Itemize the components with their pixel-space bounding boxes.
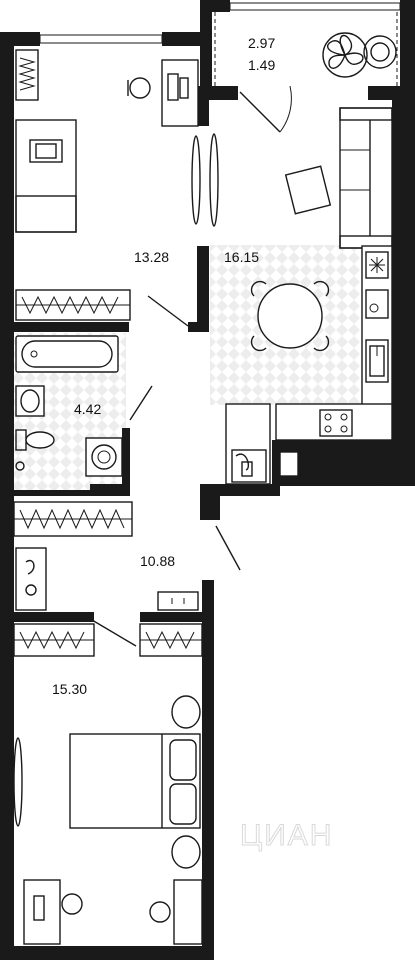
shoe-rack-icon bbox=[15, 547, 47, 611]
room-area-kitchen-living: 16.15 bbox=[224, 249, 259, 265]
room-area-bedroom-large: 15.30 bbox=[52, 681, 87, 697]
kettle-icon bbox=[365, 289, 389, 319]
kitchen-counter bbox=[225, 245, 393, 485]
single-bed-icon bbox=[15, 119, 77, 233]
double-bed-icon bbox=[69, 733, 201, 829]
sofa-icon bbox=[339, 107, 393, 249]
kitchen-sink-icon bbox=[365, 339, 389, 383]
wardrobe-icon bbox=[15, 49, 39, 101]
washer-icon bbox=[85, 437, 123, 477]
stove-icon bbox=[319, 409, 353, 437]
room-area-hallway: 10.88 bbox=[140, 553, 175, 569]
hood-icon bbox=[365, 251, 389, 279]
bathtub-icon bbox=[15, 335, 119, 373]
bedroom-wardrobe-left-icon bbox=[13, 623, 95, 657]
room-area-balcony: 2.97 bbox=[248, 35, 275, 51]
armchair-living-icon bbox=[284, 165, 332, 215]
room-area-balcony-secondary: 1.49 bbox=[248, 57, 275, 73]
bathroom-door bbox=[129, 385, 153, 421]
bedroom-large: 15.30 bbox=[13, 623, 203, 945]
chair-dresser-icon bbox=[149, 901, 171, 923]
toilet-icon bbox=[15, 429, 55, 451]
plant-icon bbox=[322, 32, 368, 78]
bedroom-wardrobe-right-icon bbox=[139, 623, 203, 657]
watermark-text: ЦИАН bbox=[240, 819, 333, 852]
mirror-bedroom-icon bbox=[13, 737, 23, 827]
nightstand-bottom-icon bbox=[171, 835, 201, 869]
nightstand-top-icon bbox=[171, 695, 201, 729]
desk-icon bbox=[161, 59, 199, 127]
dresser-icon bbox=[173, 879, 203, 945]
room-area-bathroom: 4.42 bbox=[74, 401, 101, 417]
chair-bedroom-icon bbox=[61, 893, 83, 915]
outlet-bath-icon bbox=[15, 461, 25, 471]
hallway: 10.88 bbox=[13, 501, 241, 647]
wardrobe-long-icon bbox=[15, 289, 131, 321]
bedroom-large-door bbox=[91, 619, 137, 647]
kitchen-living: 16.15 bbox=[209, 107, 393, 485]
desk-bedroom-icon bbox=[23, 879, 61, 945]
bedroom-small: 13.28 bbox=[15, 49, 201, 327]
armchair-icon bbox=[363, 35, 397, 69]
electrical-panel-icon bbox=[157, 591, 199, 611]
bathroom: 4.42 bbox=[15, 335, 153, 477]
dining-table-icon bbox=[250, 280, 330, 352]
hallway-wardrobe-icon bbox=[13, 501, 133, 537]
mirror-living-icon bbox=[209, 133, 219, 227]
outlet-icon bbox=[373, 473, 383, 483]
washbasin-icon bbox=[15, 385, 45, 417]
room-area-bedroom-small: 13.28 bbox=[134, 249, 169, 265]
mirror-icon bbox=[191, 135, 201, 225]
fridge-icon bbox=[231, 449, 267, 483]
entrance-door bbox=[215, 525, 241, 571]
balcony bbox=[214, 12, 398, 133]
chair-icon bbox=[127, 77, 151, 99]
bedroom-small-door bbox=[147, 295, 189, 327]
